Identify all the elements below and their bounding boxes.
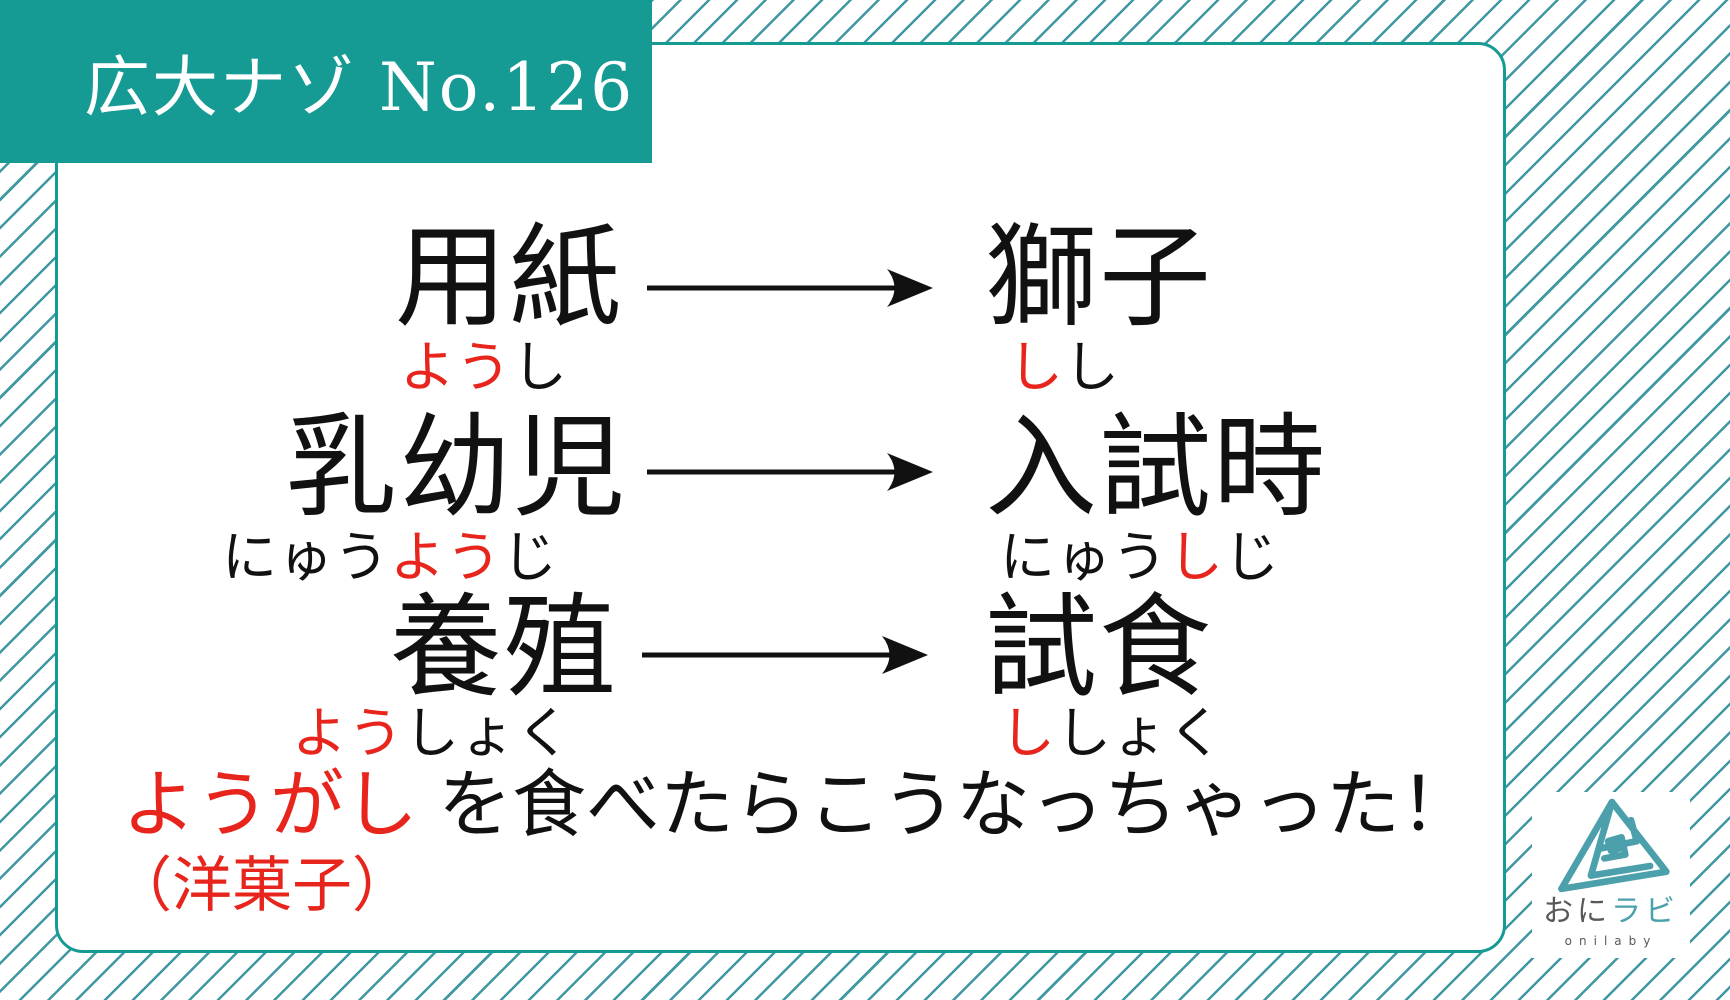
reading-segment: よう: [400, 335, 513, 399]
answer-highlight: ようがし: [122, 762, 418, 848]
reading-left-3: ようしょく: [292, 706, 572, 761]
reading-segment: し: [512, 335, 569, 399]
reading-segment: じ: [1224, 525, 1281, 589]
word-left-3: 養殖: [390, 583, 618, 713]
title-band: 広大ナゾ No.126: [0, 0, 652, 163]
logo-name-en: onilaby: [1564, 934, 1658, 948]
word-right-3: 試食: [985, 583, 1213, 713]
reading-segment: し: [1008, 335, 1065, 399]
logo-name-jp: おにラビ: [1543, 897, 1679, 927]
reading-segment: よう: [292, 701, 405, 765]
triangle-spiral-logo-icon: [1558, 798, 1670, 893]
page-title: 広大ナゾ No.126: [84, 48, 635, 126]
reading-segment: し: [1064, 335, 1121, 399]
reading-segment: し: [1168, 525, 1225, 589]
arrow-icon: [642, 636, 928, 674]
answer-sentence: ようがしを食べたらこうなっちゃった！: [122, 768, 1474, 842]
logo-block: おにラビ onilaby: [1532, 792, 1690, 958]
arrow-icon: [647, 453, 933, 491]
logo-jp-teal: ラビ: [1611, 894, 1679, 929]
logo-jp-gray: おに: [1543, 894, 1611, 929]
word-right-2: 入試時: [985, 403, 1327, 533]
reading-segment: にゅう: [222, 525, 391, 589]
word-right-1: 獅子: [985, 213, 1213, 343]
reading-left-1: ようし: [400, 340, 568, 395]
arrow-icon: [647, 269, 933, 307]
answer-rest: を食べたらこうなっちゃった！: [438, 762, 1474, 848]
reading-segment: にゅう: [1000, 525, 1169, 589]
answer-kanji-note: （洋菓子）: [112, 851, 412, 921]
reading-segment: よう: [390, 525, 503, 589]
reading-right-3: ししょく: [1000, 706, 1224, 761]
reading-right-2: にゅうしじ: [1000, 530, 1280, 585]
reading-segment: し: [1000, 701, 1057, 765]
reading-segment: しょく: [404, 701, 573, 765]
reading-right-1: しし: [1008, 340, 1120, 395]
reading-segment: じ: [502, 525, 559, 589]
word-left-2: 乳幼児: [285, 403, 627, 533]
puzzle-card: [55, 42, 1506, 953]
reading-segment: しょく: [1056, 701, 1225, 765]
word-left-1: 用紙: [395, 213, 623, 343]
reading-left-2: にゅうようじ: [222, 530, 558, 585]
